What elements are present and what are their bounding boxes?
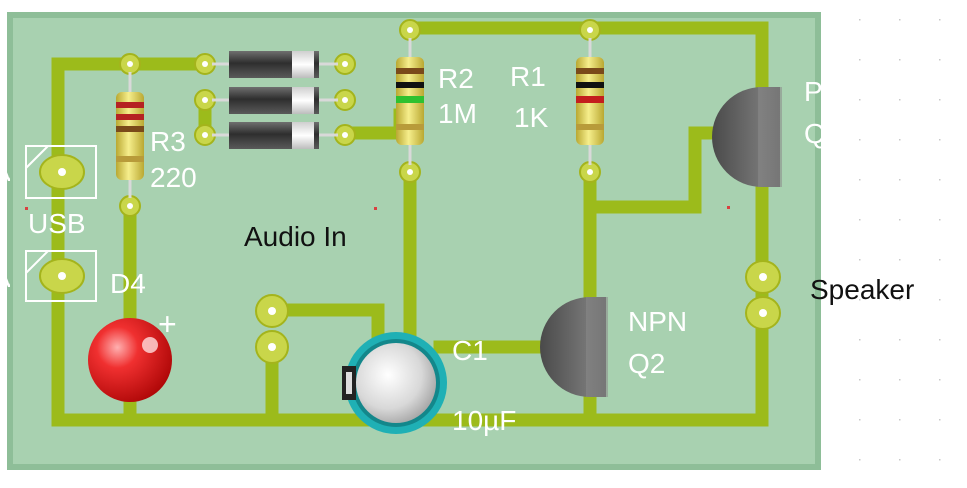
transistor-q2: [540, 297, 608, 397]
r3-value-label: 220: [150, 162, 197, 193]
r1-value-label: 1K: [514, 102, 549, 133]
c1-value-label: 10µF: [452, 405, 517, 436]
transistor-q1: [712, 87, 782, 187]
q2-label: Q2: [628, 348, 666, 379]
led-d4: [88, 318, 172, 402]
pads: [119, 19, 781, 364]
usb-pin2-label-partial: V: [0, 262, 10, 293]
resistor-r2: [396, 38, 424, 165]
capacitor-c1: [342, 332, 447, 434]
speaker-label: Speaker: [810, 274, 915, 305]
q1-name-label-partial: Q: [804, 118, 826, 149]
resistor-r1: [576, 38, 604, 165]
r2-value-label: 1M: [438, 98, 477, 129]
d4-label: D4: [110, 268, 146, 299]
c1-name-label: C1: [452, 335, 488, 366]
diode-array: [212, 51, 338, 149]
origin-markers: [25, 206, 730, 210]
q1-type-label-partial: P: [804, 76, 823, 107]
npn-label: NPN: [628, 306, 688, 337]
r3-name-label: R3: [150, 126, 186, 157]
usb-pads: [25, 145, 97, 302]
usb-label: USB: [28, 208, 86, 239]
r2-name-label: R2: [438, 63, 474, 94]
resistor-r3: [116, 72, 144, 198]
usb-pin1-label-partial: V: [0, 156, 10, 187]
audio-in-label: Audio In: [244, 221, 347, 252]
led-polarity-label: +: [158, 306, 177, 342]
r1-name-label: R1: [510, 61, 546, 92]
